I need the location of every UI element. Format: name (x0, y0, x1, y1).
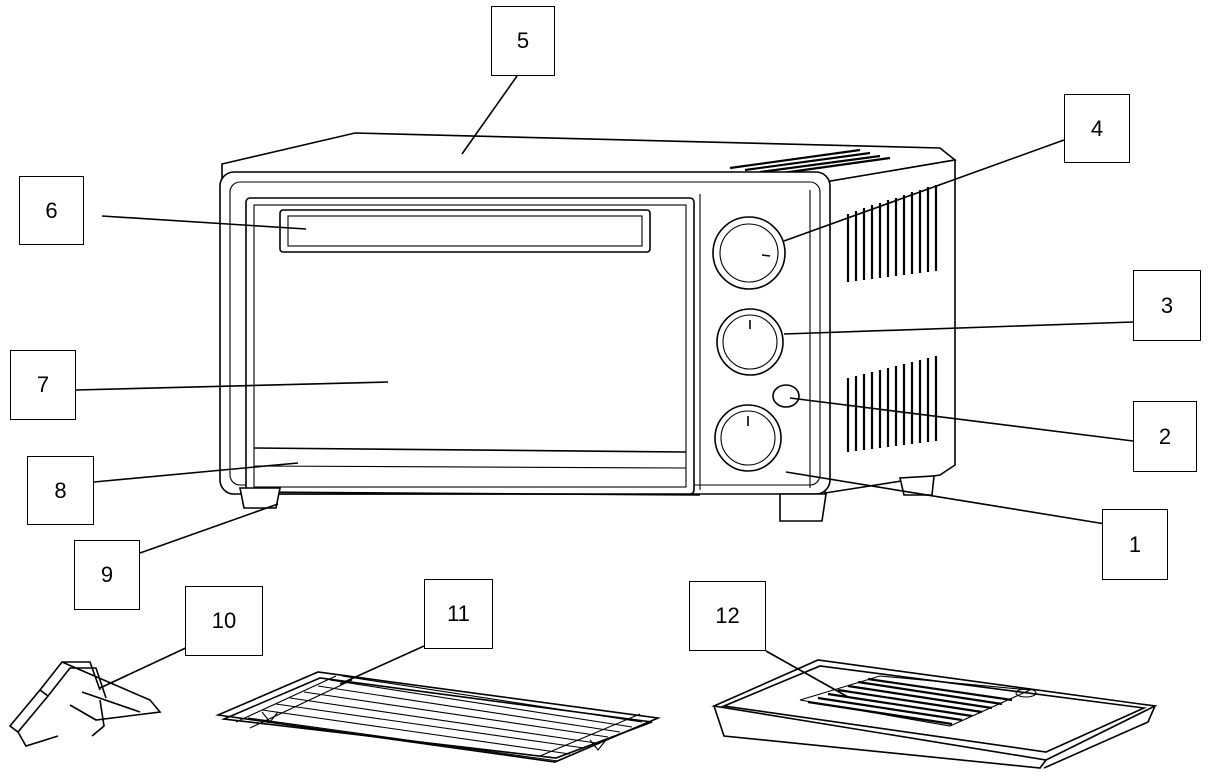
door-handle (279, 209, 651, 253)
leader-line-11 (339, 645, 425, 685)
leader-lines (75, 75, 1134, 698)
oven-body (219, 132, 957, 522)
callout-7: 7 (10, 350, 76, 420)
callout-12: 12 (689, 581, 766, 651)
leader-line-5 (461, 75, 518, 155)
wire-rack-accessory (215, 671, 661, 763)
leader-line-7 (75, 381, 389, 391)
leader-line-8 (93, 462, 299, 483)
timer-knob (714, 404, 782, 472)
leader-line-4 (783, 139, 1065, 242)
indicator-light (772, 384, 800, 408)
callout-11: 11 (424, 579, 493, 649)
leader-line-1 (785, 471, 1131, 529)
temperature-knob (712, 216, 786, 290)
leader-line-9 (139, 503, 279, 554)
callout-8: 8 (27, 456, 94, 525)
callout-9: 9 (74, 540, 140, 610)
tray-handle-accessory (8, 661, 162, 747)
callout-3: 3 (1133, 270, 1201, 341)
callout-1: 1 (1102, 509, 1168, 580)
side-vent-upper (846, 185, 938, 282)
leader-line-10 (99, 645, 191, 689)
function-knob (716, 308, 784, 376)
side-vent-lower (846, 356, 938, 452)
callout-10: 10 (185, 586, 263, 656)
leader-line-3 (783, 321, 1134, 335)
oven-feet (239, 475, 935, 522)
callout-2: 2 (1133, 401, 1197, 472)
leader-line-12 (765, 650, 849, 698)
baking-tray-accessory (711, 659, 1158, 769)
callout-5: 5 (491, 6, 555, 76)
leader-line-2 (789, 397, 1134, 442)
leader-line-6 (101, 215, 307, 230)
callout-4: 4 (1064, 94, 1130, 163)
callout-6: 6 (19, 176, 84, 245)
